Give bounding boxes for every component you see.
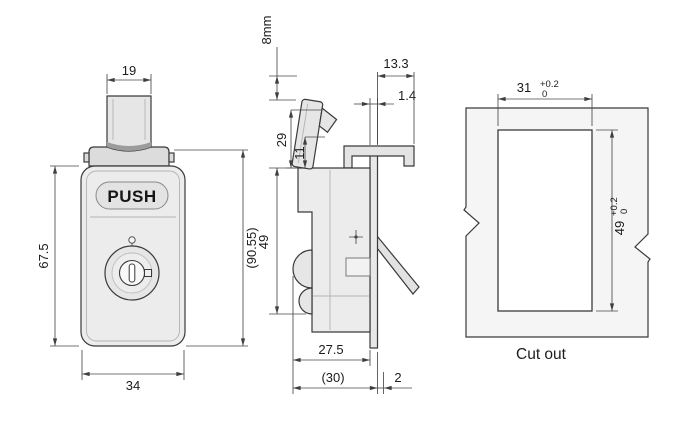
dim133-text: 13.3 — [383, 56, 408, 71]
side-flange-plate — [369, 151, 379, 349]
dim49cut-tol-upper: +0.2 — [609, 197, 620, 216]
dim14-extension-lines — [369, 98, 378, 145]
front-button-shading — [107, 142, 151, 151]
side-cylinder-bulge — [292, 249, 313, 289]
dim49cut-tol-lower: 0 — [619, 209, 630, 214]
dim31-tol-upper: +0.2 — [540, 79, 559, 90]
dim8mm-extension-lines — [269, 75, 297, 101]
cutout-caption: Cut out — [516, 346, 567, 363]
side-body-inner-lines — [313, 170, 369, 330]
dim34-extension-lines — [81, 350, 185, 380]
dim675-text: 67.5 — [36, 243, 51, 268]
dim8mm-text: 8mm — [259, 16, 274, 45]
dim275-extension-lines — [292, 276, 371, 394]
dim49cut-text-group: 49 +0.2 0 — [609, 197, 630, 235]
dim19-text: 19 — [122, 63, 136, 78]
dim49side-extension-lines — [269, 167, 306, 315]
side-cam-arm — [376, 234, 420, 295]
front-pilot-hole — [128, 236, 136, 244]
dim31-tol-lower: 0 — [542, 89, 547, 100]
dim14-text: 1.4 — [398, 88, 416, 103]
front-view: PUSH 19 67.5 (90.55) 34 — [36, 63, 259, 393]
side-view: 8mm 29 11 49 13.3 1.4 27.5 (30) — [256, 16, 420, 394]
side-button-group — [291, 98, 338, 170]
dim34-text: 34 — [126, 378, 140, 393]
side-roller-bulge — [298, 287, 313, 315]
front-cylinder-notch — [144, 269, 152, 277]
dim19-extension-lines — [106, 74, 152, 94]
dim275-text: 27.5 — [318, 342, 343, 357]
front-collar-tab-left — [83, 152, 90, 163]
side-body — [297, 167, 371, 333]
dim9055-text: (90.55) — [244, 227, 259, 268]
dim9055-extension-lines — [174, 149, 248, 347]
front-button — [106, 95, 152, 152]
dim29-text: 29 — [274, 133, 289, 147]
cutout-hole — [497, 129, 593, 312]
side-spring-box — [345, 257, 371, 277]
front-body-inner-contour — [86, 170, 180, 342]
side-latch-hook — [343, 145, 415, 169]
cutout-view: 31 +0.2 0 49 +0.2 0 Cut out — [463, 79, 651, 363]
push-label: PUSH — [107, 187, 156, 206]
front-collar-tab-right — [168, 152, 175, 163]
dim675-extension-lines — [50, 165, 79, 347]
dim49side-text: 49 — [256, 235, 271, 249]
front-collar — [88, 146, 170, 167]
side-button-facet — [297, 103, 309, 164]
front-key-slot — [128, 263, 136, 283]
side-center-dot — [354, 235, 358, 239]
front-button-facets — [112, 99, 146, 140]
dim31-text: 31 — [517, 80, 531, 95]
dim49cut-text: 49 — [612, 221, 627, 235]
dim11-text: 11 — [292, 146, 307, 160]
dim30-text: (30) — [321, 370, 344, 385]
side-button-beak — [318, 107, 338, 134]
front-push-face — [95, 181, 169, 210]
dim2-text: 2 — [394, 370, 401, 385]
dim49cut-extension-lines — [596, 129, 618, 312]
dim133-extension-lines — [377, 72, 415, 144]
